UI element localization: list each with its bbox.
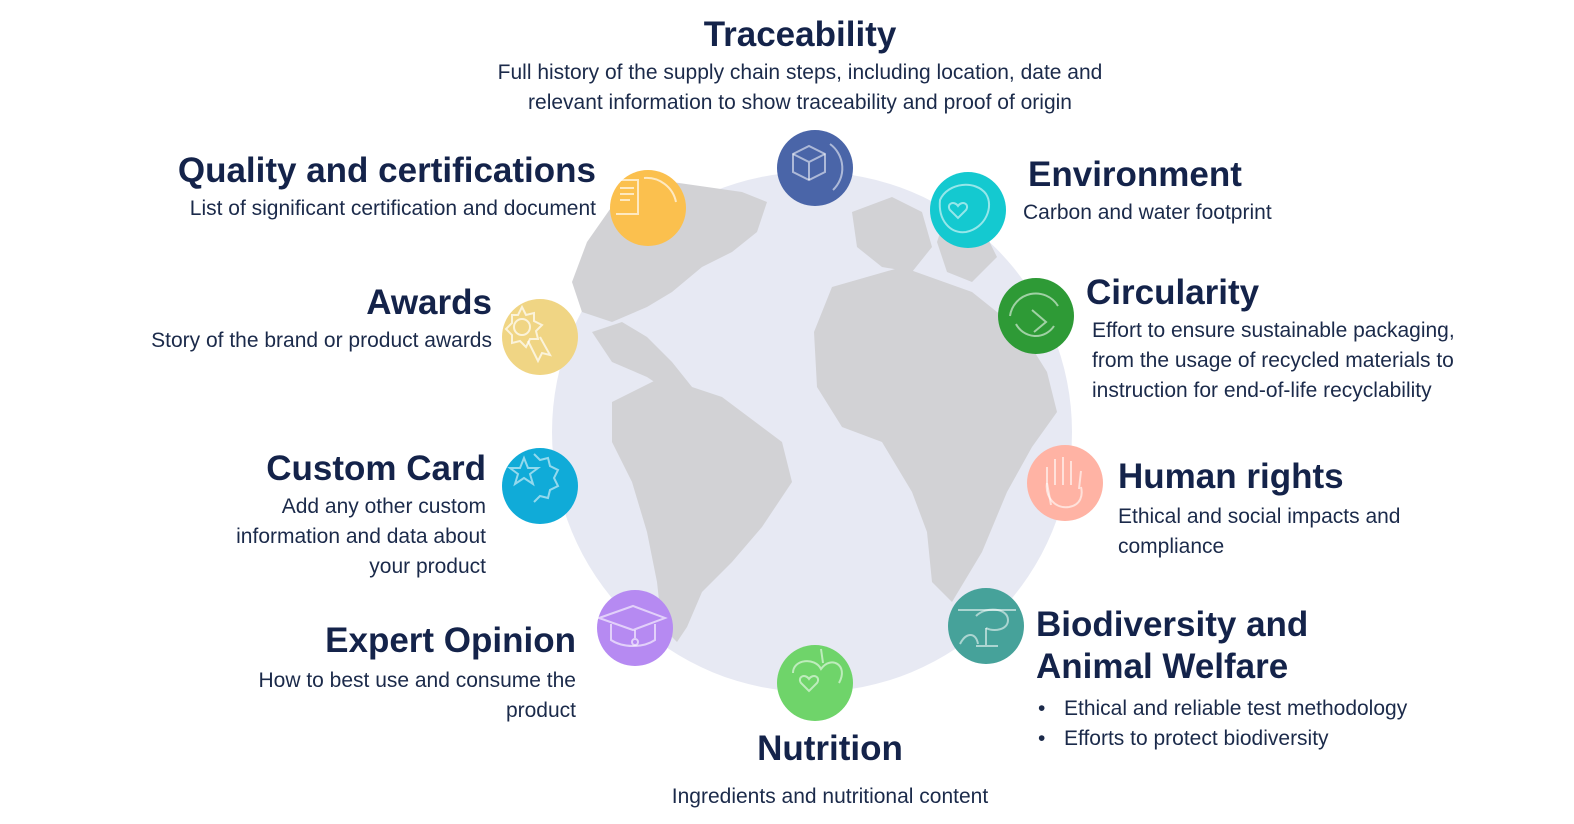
- africa: [814, 267, 1057, 602]
- human-rights-desc-line: Ethical and social impacts and: [1118, 505, 1401, 528]
- traceability-desc-line: relevant information to show traceabilit…: [528, 91, 1072, 114]
- circularity-node: [996, 276, 1076, 356]
- environment-block: Environment Carbon and water footprint: [1023, 154, 1272, 228]
- traceability-block: Traceability Full history of the supply …: [450, 14, 1150, 118]
- quality-block: Quality and certifications List of signi…: [96, 150, 596, 224]
- hand-icon: [1027, 445, 1103, 521]
- star-badge-icon: [502, 448, 578, 524]
- expert-opinion-node: [595, 588, 675, 668]
- biodiversity-title-line: Biodiversity and: [1036, 605, 1309, 644]
- biodiversity-bullet: Ethical and reliable test methodology: [1036, 694, 1407, 724]
- expert-opinion-desc-line: How to best use and consume the: [258, 669, 576, 692]
- human-rights-block: Human rights Ethical and social impacts …: [1118, 456, 1401, 562]
- custom-card-block: Custom Card Add any other custom informa…: [166, 448, 486, 582]
- quality-node: [608, 168, 688, 248]
- traceability-desc-line: Full history of the supply chain steps, …: [497, 61, 1103, 84]
- graduation-cap-icon: [595, 590, 673, 666]
- nutrition-block: Nutrition Ingredients and nutritional co…: [620, 728, 1040, 812]
- environment-title: Environment: [1028, 155, 1242, 194]
- awards-title: Awards: [366, 283, 492, 322]
- expert-opinion-title: Expert Opinion: [325, 621, 576, 660]
- south-america: [612, 377, 792, 642]
- quality-desc-line: List of significant certification and do…: [189, 197, 596, 220]
- awards-node: [500, 297, 580, 377]
- custom-card-desc-line: information and data about: [236, 525, 486, 548]
- custom-card-node: [500, 446, 580, 526]
- circularity-desc-line: instruction for end-of-life recyclabilit…: [1092, 379, 1432, 402]
- custom-card-desc-line: your product: [369, 555, 486, 578]
- custom-card-desc-line: Add any other custom: [281, 495, 486, 518]
- certificate-icon: [610, 170, 686, 246]
- awards-block: Awards Story of the brand or product awa…: [72, 282, 492, 356]
- nutrition-title: Nutrition: [757, 729, 903, 768]
- custom-card-title: Custom Card: [266, 449, 486, 488]
- nutrition-node: [775, 643, 855, 723]
- biodiversity-node: [946, 586, 1026, 666]
- circularity-title: Circularity: [1086, 273, 1260, 312]
- greenland: [852, 197, 932, 272]
- environment-node: [928, 170, 1008, 250]
- apple-heart-icon: [777, 645, 853, 721]
- recycle-arrow-icon: [998, 278, 1074, 354]
- circularity-desc-line: from the usage of recycled materials to: [1092, 349, 1454, 372]
- nutrition-desc-line: Ingredients and nutritional content: [671, 785, 989, 808]
- human-rights-node: [1025, 443, 1105, 523]
- human-rights-desc-line: compliance: [1118, 535, 1225, 558]
- biodiversity-bullet: Efforts to protect biodiversity: [1036, 724, 1407, 754]
- box-icon: [777, 130, 853, 206]
- human-rights-title: Human rights: [1118, 457, 1344, 496]
- biodiversity-title-line: Animal Welfare: [1036, 647, 1289, 686]
- expert-opinion-desc-line: product: [505, 699, 576, 722]
- biodiversity-bullet-list: Ethical and reliable test methodology Ef…: [1036, 694, 1407, 754]
- central-america: [592, 322, 692, 397]
- award-ribbon-icon: [502, 299, 578, 375]
- expert-opinion-block: Expert Opinion How to best use and consu…: [176, 620, 576, 726]
- biodiversity-block: Biodiversity and Animal Welfare Ethical …: [1036, 604, 1407, 754]
- quality-title: Quality and certifications: [177, 151, 596, 190]
- circularity-desc-line: Effort to ensure sustainable packaging,: [1092, 319, 1455, 342]
- leaf-heart-icon: [930, 172, 1006, 248]
- traceability-title: Traceability: [703, 15, 897, 54]
- environment-desc-line: Carbon and water footprint: [1023, 201, 1272, 224]
- traceability-node: [775, 128, 855, 208]
- awards-desc-line: Story of the brand or product awards: [151, 329, 492, 352]
- rabbit-icon: [948, 588, 1024, 664]
- circularity-block: Circularity Effort to ensure sustainable…: [1086, 272, 1455, 406]
